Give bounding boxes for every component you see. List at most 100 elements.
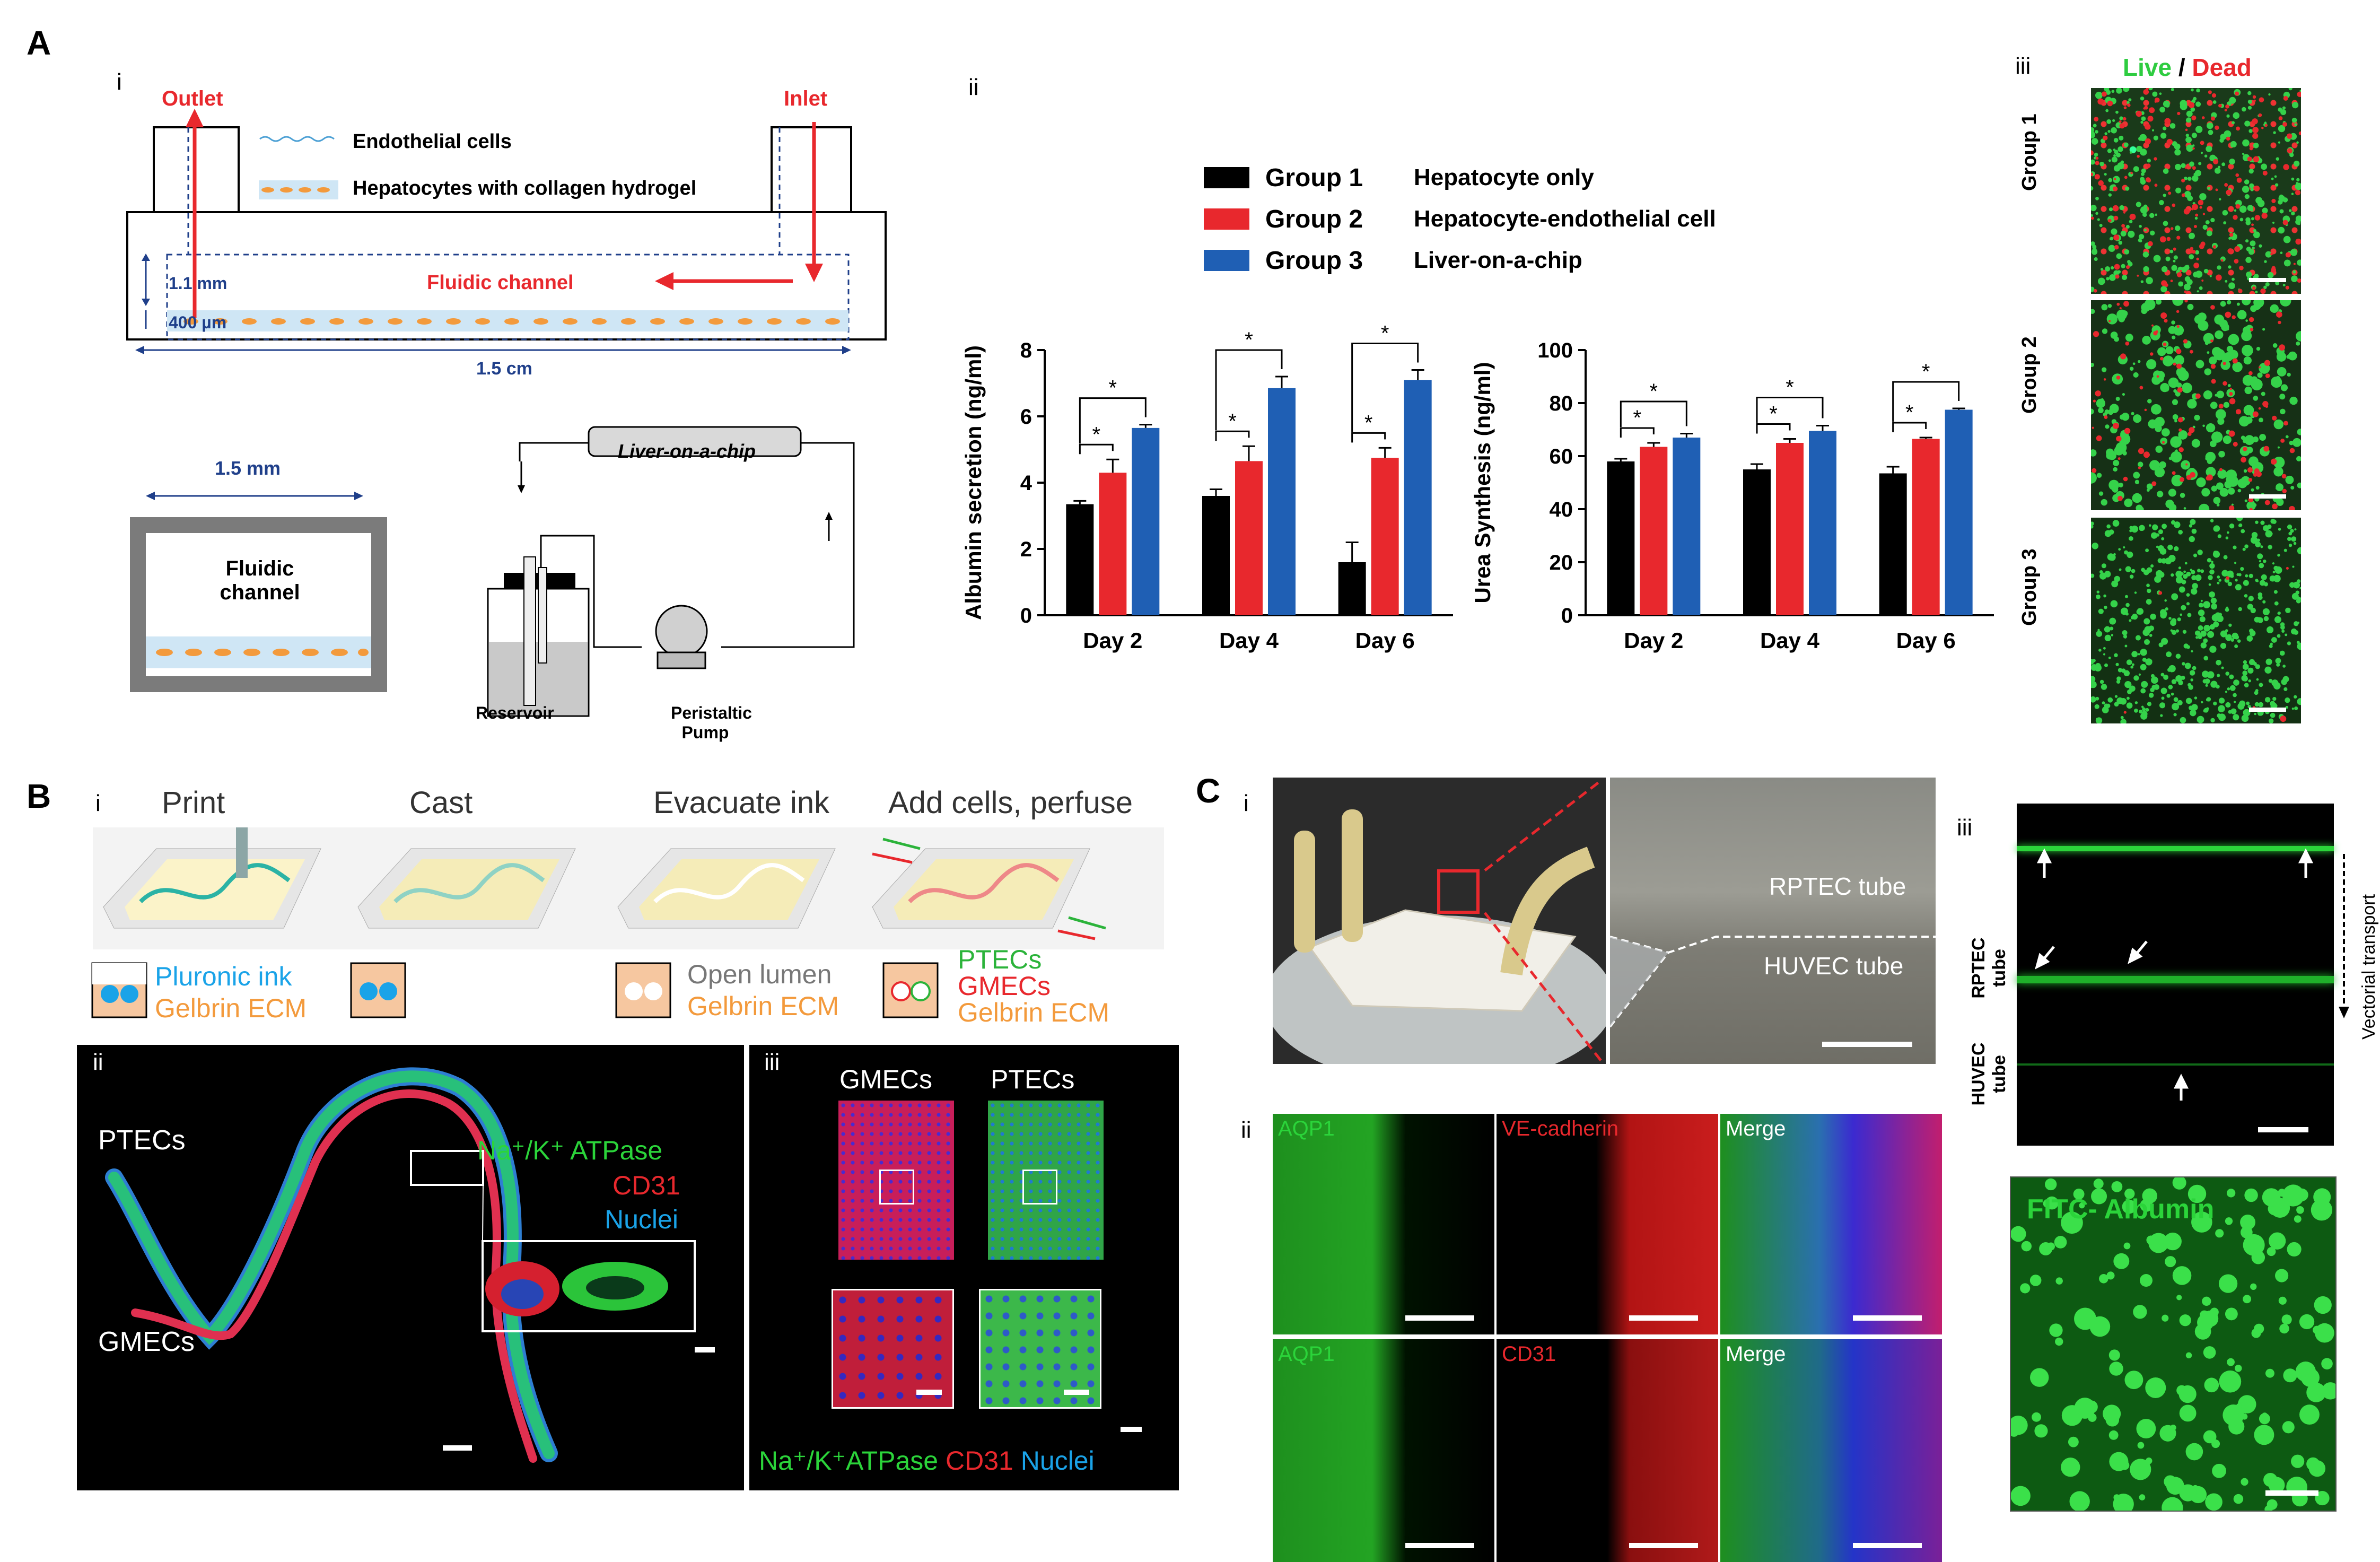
dead-cell	[2181, 178, 2185, 182]
live-cell	[2236, 573, 2239, 577]
live-cell	[2143, 618, 2150, 625]
dead-cell	[2170, 227, 2174, 230]
dead-cell	[2213, 159, 2219, 164]
dead-cell	[2278, 320, 2281, 325]
live-cell	[2209, 275, 2212, 277]
live-cell	[2122, 630, 2128, 635]
live-cell	[2123, 634, 2128, 639]
live-cell	[2133, 472, 2140, 479]
live-cell	[2121, 310, 2128, 317]
live-cell	[2290, 529, 2294, 533]
dead-cell	[2118, 495, 2123, 501]
live-cell	[2147, 588, 2151, 594]
live-cell	[2277, 634, 2281, 638]
dead-cell	[2282, 220, 2288, 225]
live-cell	[2160, 133, 2167, 139]
live-cell	[2208, 575, 2213, 580]
fluidic-channel-label: Fluidic channel	[427, 272, 574, 294]
live-cell	[2288, 543, 2292, 547]
live-cell	[2120, 318, 2124, 322]
live-cell	[2109, 404, 2119, 414]
dead-cell	[2279, 344, 2286, 351]
live-cell	[2245, 416, 2253, 424]
dead-cell	[2188, 432, 2192, 437]
live-cell	[2199, 503, 2210, 510]
albumin-droplet	[2267, 1247, 2276, 1256]
dead-cell	[2150, 352, 2154, 356]
live-cell	[2143, 569, 2149, 575]
dead-cell	[2177, 417, 2183, 423]
albumin-droplet	[2321, 1358, 2333, 1369]
dead-cell	[2188, 102, 2195, 108]
dead-cell	[2271, 198, 2276, 204]
live-cell	[2229, 158, 2235, 165]
live-cell	[2186, 110, 2193, 117]
dead-cell	[2254, 215, 2261, 221]
live-cell	[2131, 651, 2138, 658]
aqp1-label-top: AQP1	[1278, 1117, 1335, 1140]
albumin-droplet	[2283, 1368, 2297, 1383]
legend-endothelial: Endothelial cells	[353, 130, 512, 153]
icon-open-lumen	[615, 962, 671, 1018]
dead-cell	[2261, 213, 2268, 219]
live-cell	[2247, 704, 2251, 709]
live-cell	[2091, 521, 2094, 526]
live-cell	[2231, 503, 2234, 506]
live-cell	[2260, 520, 2265, 525]
live-cell	[2178, 586, 2185, 593]
live-cell	[2220, 301, 2226, 307]
live-cell	[2183, 570, 2186, 573]
live-cell	[2150, 613, 2156, 620]
dead-cell	[2102, 91, 2107, 97]
live-cell	[2182, 662, 2185, 666]
bar	[1338, 562, 1366, 615]
live-cell	[2091, 138, 2098, 145]
step-cast: Cast	[409, 786, 473, 820]
live-cell	[2138, 234, 2145, 240]
dead-cell	[2216, 274, 2222, 281]
live-cell	[2134, 479, 2140, 484]
live-cell	[2163, 386, 2169, 392]
sig-bracket	[1620, 427, 1655, 438]
live-cell	[2112, 520, 2120, 527]
dead-cell	[2272, 503, 2278, 510]
live-cell	[2159, 200, 2164, 205]
live-cell	[2148, 693, 2154, 698]
aqp1-label-bottom: AQP1	[1278, 1342, 1335, 1366]
live-cell	[2217, 534, 2222, 538]
live-cell	[2226, 570, 2234, 578]
live-cell	[2182, 630, 2187, 634]
live-cell	[2150, 674, 2155, 678]
albumin-droplet	[2113, 1253, 2130, 1269]
live-cell	[2174, 419, 2177, 423]
b-iii-nuclei-label: Nuclei	[1020, 1446, 1095, 1476]
live-cell	[2242, 186, 2250, 193]
live-cell	[2213, 526, 2219, 532]
live-cell	[2161, 558, 2167, 564]
dead-cell	[2123, 476, 2128, 482]
dead-cell	[2166, 237, 2171, 241]
dead-cell	[2166, 138, 2173, 145]
live-cell	[2216, 684, 2220, 689]
live-cell	[2136, 202, 2141, 207]
live-cell	[2264, 666, 2272, 674]
live-cell	[2211, 431, 2223, 443]
live-cell	[2180, 100, 2188, 108]
dead-cell	[2289, 448, 2295, 453]
live-cell	[2294, 695, 2297, 699]
live-cell	[2178, 430, 2188, 440]
live-cell	[2222, 210, 2228, 216]
live-cell	[2287, 641, 2291, 645]
albumin-droplet	[2109, 1362, 2123, 1376]
live-cell	[2274, 601, 2279, 606]
live-cell	[2114, 150, 2119, 154]
live-cell	[2211, 561, 2213, 563]
y-tick-label: 80	[1550, 392, 1573, 415]
live-cell	[2133, 675, 2139, 681]
live-cell	[2159, 92, 2162, 95]
albumin-droplet	[2226, 1189, 2236, 1198]
dead-cell	[2153, 331, 2158, 336]
albumin-droplet	[2215, 1229, 2224, 1238]
live-cell	[2272, 221, 2275, 224]
live-cell	[2278, 226, 2285, 234]
